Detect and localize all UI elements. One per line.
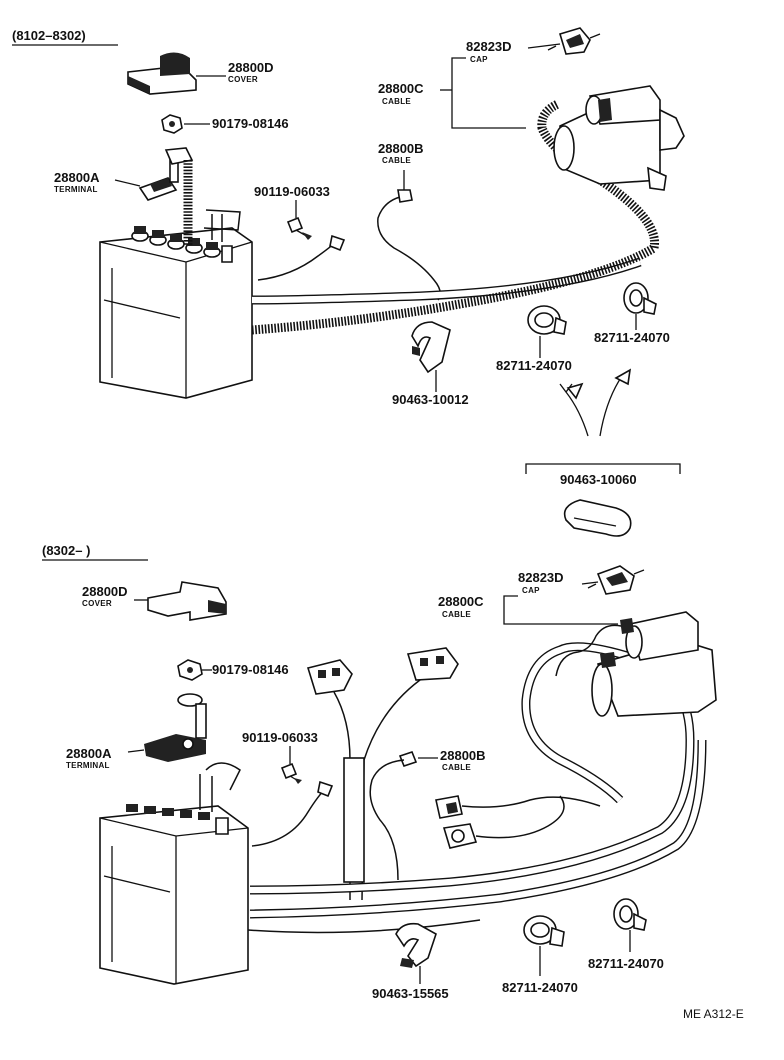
bottom-battery xyxy=(99,804,249,985)
bottom-clamp-a xyxy=(395,922,437,968)
top-clip-part-number: 90463-10060 xyxy=(560,472,637,487)
header-bottom: (8302– ) xyxy=(42,543,90,558)
bottom-clamp-a-part-number: 90463-15565 xyxy=(372,986,449,1001)
bottom-starter-motor xyxy=(591,611,717,717)
bottom-clamp-b-part-number: 82711-24070 xyxy=(502,980,578,995)
top-cable-c-part-name: CABLE xyxy=(382,97,411,106)
top-cap-part xyxy=(547,27,601,55)
top-bolt xyxy=(286,216,312,240)
bottom-cover-part-name: COVER xyxy=(82,599,112,608)
bottom-connector-left xyxy=(306,659,353,695)
top-clamp-c-part-number: 82711-24070 xyxy=(594,330,670,345)
bottom-clamp-c-part-number: 82711-24070 xyxy=(588,956,664,971)
top-clamp-b-part-number: 82711-24070 xyxy=(496,358,572,373)
bottom-starter-lead xyxy=(555,624,629,677)
bottom-cable-c-part-number: 28800C xyxy=(438,594,484,609)
top-battery xyxy=(99,226,253,399)
bottom-cover-part xyxy=(147,581,227,621)
bottom-nut-part-number: 90179-08146 xyxy=(212,662,289,677)
top-nut xyxy=(161,114,183,134)
top-cover-part-number: 28800D xyxy=(228,60,274,75)
top-cap-part-number: 82823D xyxy=(466,39,512,54)
bottom-clamp-c xyxy=(613,898,647,931)
bottom-clamp-b xyxy=(523,915,565,947)
top-small-connector xyxy=(203,209,241,231)
bottom-side-connector-lower xyxy=(442,823,478,849)
top-cable-b-wire xyxy=(377,195,441,301)
bottom-connector-wire-right xyxy=(361,679,421,901)
bottom-terminal-clamp xyxy=(144,693,207,762)
bottom-cap-part-name: CAP xyxy=(522,586,540,595)
bottom-cable-b-part-name: CABLE xyxy=(442,763,471,772)
top-clamp-a-part-number: 90463-10012 xyxy=(392,392,469,407)
bottom-harness-sleeve xyxy=(343,757,365,883)
bottom-bolt xyxy=(280,762,302,784)
top-cable-c-leader xyxy=(451,57,526,129)
top-assembly: 28800D COVER 90179-08146 28800A TERMINAL… xyxy=(54,27,685,537)
top-clamp-a xyxy=(411,321,451,374)
bottom-cable-b-part-number: 28800B xyxy=(440,748,486,763)
top-clamp-c xyxy=(623,282,657,315)
header-bottom-group: (8302– ) xyxy=(42,543,148,561)
bottom-cover-part-number: 28800D xyxy=(82,584,128,599)
top-cover-part xyxy=(127,52,197,95)
top-clip-bracket xyxy=(525,463,681,474)
top-cap-part-name: CAP xyxy=(470,55,488,64)
bottom-ground-wire xyxy=(251,787,327,847)
bottom-nut xyxy=(177,659,203,681)
bottom-cable-c-part-name: CABLE xyxy=(442,610,471,619)
bottom-connector-right xyxy=(406,647,459,681)
bottom-cable-b-wire xyxy=(369,759,405,881)
top-bolt-part-number: 90119-06033 xyxy=(254,184,330,199)
bottom-terminal-part-number: 28800A xyxy=(66,746,112,761)
top-terminal-part-name: TERMINAL xyxy=(54,185,98,194)
top-ground-wire xyxy=(257,239,339,281)
bottom-cable-c-leader xyxy=(503,595,618,625)
header-top-group: (8102–8302) xyxy=(12,28,118,46)
top-direction-arrows xyxy=(559,368,632,437)
bottom-bolt-part-number: 90119-06033 xyxy=(242,730,318,745)
top-cable-b-part-number: 28800B xyxy=(378,141,424,156)
bottom-terminal-part-name: TERMINAL xyxy=(66,761,110,770)
top-clip xyxy=(563,499,632,537)
top-clamp-b xyxy=(527,305,567,335)
top-nut-part-number: 90179-08146 xyxy=(212,116,289,131)
bottom-cap-part xyxy=(587,565,645,595)
header-top: (8102–8302) xyxy=(12,28,86,43)
top-starter-motor xyxy=(553,85,685,191)
top-cable-b-part-name: CABLE xyxy=(382,156,411,165)
bottom-side-connector-upper xyxy=(435,795,463,819)
bottom-cap-part-number: 82823D xyxy=(518,570,564,585)
top-terminal-part-number: 28800A xyxy=(54,170,100,185)
bottom-terminal-wire xyxy=(205,762,241,791)
top-cover-part-name: COVER xyxy=(228,75,258,84)
bottom-assembly: 28800D COVER 90179-08146 28800A TERMINAL… xyxy=(66,565,717,1001)
top-cable-c-part-number: 28800C xyxy=(378,81,424,96)
figure-code: ME A312-E xyxy=(683,1007,744,1021)
